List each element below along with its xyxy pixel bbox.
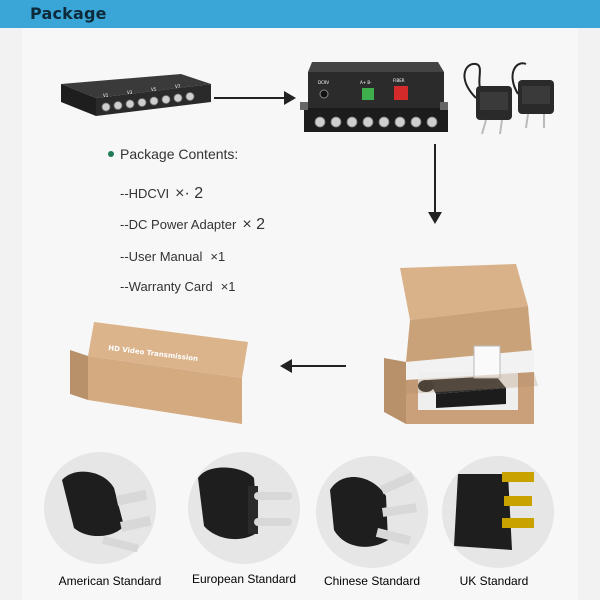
transmitter-device: DC9V A+ B- FIBER [300, 62, 448, 132]
arrow-right-1 [214, 97, 286, 99]
plug-label: UK Standard [459, 574, 529, 588]
arrow-head-down [428, 212, 442, 224]
receiver-port-label: V7 [175, 84, 181, 89]
page-title: Package [30, 4, 107, 23]
receiver-device: V1 V3 V5 V7 [61, 74, 211, 116]
contents-item: --User Manual ×1 [120, 249, 225, 264]
fiber-label: FIBER [393, 78, 405, 83]
arrow-left [292, 365, 346, 367]
arrow-head-left [280, 359, 292, 373]
open-package-box [384, 264, 538, 424]
item-label: --DC Power Adapter [120, 217, 237, 232]
item-label: --Warranty Card [120, 279, 213, 294]
receiver-port-label: V1 [103, 93, 109, 98]
cn-plug-icon [330, 472, 417, 547]
item-qty: ×1 [210, 249, 226, 264]
arrow-down [434, 144, 436, 214]
dc-label: DC9V [318, 80, 329, 85]
uk-plug-icon [454, 472, 534, 550]
contents-bullet [108, 151, 114, 157]
closed-package-box: HD Video Transmission [70, 322, 248, 424]
item-qty: × 2 [242, 216, 266, 233]
power-adapters [463, 62, 554, 135]
header-bar: Package [0, 0, 600, 28]
arrow-head-right [284, 91, 296, 105]
item-label: --HDCVI [120, 186, 170, 201]
receiver-port-label: V3 [127, 90, 133, 95]
plug-label: American Standard [58, 574, 162, 588]
item-label: --User Manual [120, 249, 203, 264]
item-qty: ×1 [220, 279, 236, 294]
contents-item: --DC Power Adapter × 2 [120, 216, 265, 234]
item-qty: ×· 2 [175, 185, 204, 202]
contents-item: --HDCVI ×· 2 [120, 185, 203, 203]
contents-title: Package Contents: [120, 146, 239, 162]
contents-item: --Warranty Card ×1 [120, 279, 236, 294]
us-plug-icon [62, 471, 152, 553]
plug-label: Chinese Standard [323, 574, 421, 588]
receiver-port-label: V5 [151, 87, 157, 92]
data-label: A+ B- [360, 80, 372, 85]
plug-label: European Standard [191, 572, 297, 586]
eu-plug-icon [198, 467, 292, 540]
